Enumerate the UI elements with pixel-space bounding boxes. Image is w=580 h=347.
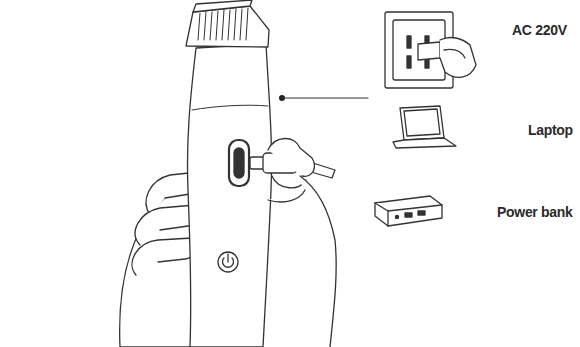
source-label: Power bank (497, 204, 573, 220)
laptop (393, 106, 456, 148)
trimmer (186, 0, 272, 347)
source-label: Laptop (528, 122, 573, 138)
right-hand (268, 138, 336, 347)
wall-socket (385, 12, 476, 88)
power-bank (375, 196, 442, 226)
source-label: AC 220V (512, 22, 567, 38)
leader-line (282, 97, 368, 98)
